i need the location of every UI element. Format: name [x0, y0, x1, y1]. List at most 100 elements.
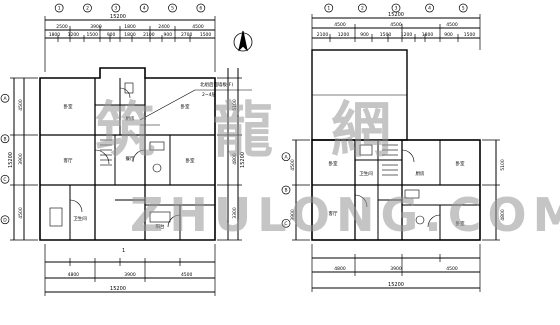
axis-bubble: 4 — [425, 3, 434, 13]
right-top-fine-dim: 1200 — [401, 32, 413, 38]
left-room-label: 餐厅 — [126, 155, 135, 162]
svg-text:1: 1 — [58, 6, 61, 12]
axis-bubble: 2 — [83, 3, 92, 13]
right-top-fine-dim: 2100 — [317, 32, 329, 38]
svg-text:D: D — [3, 217, 7, 223]
right-room-label: 卧室 — [456, 220, 465, 227]
left-bottom-segment-dim: 4800 — [68, 272, 80, 278]
right-bottom-segment-dim: 3900 — [390, 266, 402, 272]
svg-text:5: 5 — [171, 6, 174, 12]
svg-text:2: 2 — [361, 6, 364, 12]
left-bottom-segment-dim: 3900 — [124, 272, 136, 278]
left-right-side-dim: 4800 — [232, 153, 238, 165]
right-room-label: 客厅 — [329, 210, 338, 217]
right-top-segment-dim: 4500 — [334, 22, 346, 28]
left-room-label: 阳台 — [156, 223, 165, 230]
right-room-label: 厨房 — [416, 170, 425, 177]
left-top-fine-dim: 1500 — [200, 32, 212, 38]
svg-text:C: C — [3, 177, 6, 183]
left-room-label: 卫生间 — [73, 215, 87, 222]
left-top-overall-dim: 15200 — [110, 14, 126, 20]
axis-bubble: 1 — [324, 3, 334, 13]
right-right-side-dim: 4800 — [500, 209, 506, 221]
svg-text:4: 4 — [143, 6, 146, 12]
right-top-overall-dim: 15200 — [388, 12, 404, 18]
axis-bubble: 6 — [196, 3, 206, 13]
axis-bubble: 2 — [358, 3, 367, 13]
svg-text:3: 3 — [114, 6, 117, 12]
axis-bubble: A — [0, 93, 10, 103]
left-top-fine-dim: 1200 — [68, 32, 80, 38]
left-top-fine-dim: 1800 — [124, 32, 136, 38]
left-top-segment-dim: 1800 — [124, 24, 136, 30]
svg-text:3: 3 — [395, 6, 398, 12]
callout-text: 北组后面墙板(F) — [200, 81, 233, 88]
left-side-dim: 4500 — [18, 207, 24, 219]
svg-text:6: 6 — [199, 6, 202, 12]
left-bottom-overall-dim: 15200 — [110, 286, 126, 292]
right-top-segment-dim: 4500 — [446, 22, 458, 28]
right-top-fine-dim: 1500 — [464, 32, 476, 38]
right-bottom-overall-dim: 15200 — [388, 282, 404, 288]
left-floor-plan — [10, 16, 252, 296]
north-arrow-icon — [233, 30, 253, 52]
right-right-side-dim: 5100 — [500, 159, 506, 171]
right-top-fine-dim: 900 — [360, 32, 369, 38]
axis-bubble: 5 — [458, 3, 468, 13]
left-room-label: 卧室 — [181, 103, 190, 110]
right-top-segment-dim: 4500 — [390, 22, 402, 28]
svg-text:4: 4 — [428, 6, 431, 12]
right-top-fine-dim: 900 — [444, 32, 453, 38]
left-top-fine-dim: 1800 — [49, 32, 61, 38]
left-top-segment-dim: 2500 — [56, 24, 68, 30]
svg-text:A: A — [3, 96, 7, 102]
right-room-label: 卫生间 — [359, 170, 373, 177]
left-right-overall-dim: 15200 — [240, 152, 246, 168]
axis-bubble: 5 — [168, 3, 177, 13]
axis-bubble: 3 — [111, 3, 121, 13]
right-room-label: 卧室 — [329, 160, 338, 167]
left-left-overall-dim: 15200 — [8, 152, 14, 168]
axis-bubble: B — [0, 134, 10, 144]
left-room-label: 卧室 — [64, 103, 73, 110]
left-top-segment-dim: 2400 — [158, 24, 170, 30]
svg-text:B: B — [284, 188, 287, 194]
left-top-segment-dim: 3900 — [90, 24, 102, 30]
right-top-fine-dim: 1800 — [422, 32, 434, 38]
left-side-dim: 4500 — [18, 99, 24, 111]
right-left-side-dim: 3900 — [290, 209, 296, 221]
left-side-dim: 3900 — [18, 153, 24, 165]
right-left-side-dim: 4500 — [290, 159, 296, 171]
left-top-fine-dim: 2100 — [143, 32, 155, 38]
right-top-fine-dim: 1200 — [338, 32, 350, 38]
axis-bubble: D — [0, 215, 10, 225]
left-top-fine-dim: 1500 — [86, 32, 98, 38]
left-right-side-dim: 3300 — [232, 207, 238, 219]
axis-bubble: C — [281, 218, 291, 228]
left-room-label: 客厅 — [64, 157, 73, 164]
left-right-side-dim: 5100 — [232, 99, 238, 111]
axis-bubble: 4 — [139, 3, 149, 13]
svg-text:B: B — [3, 136, 6, 142]
svg-text:1: 1 — [327, 6, 330, 12]
left-room-label: 卧室 — [186, 157, 195, 164]
svg-text:C: C — [284, 221, 287, 227]
right-room-label: 卧室 — [456, 160, 465, 167]
svg-text:A: A — [284, 154, 288, 160]
svg-text:5: 5 — [462, 6, 465, 12]
level-mark: 1 — [122, 248, 125, 254]
axis-bubble: 3 — [391, 3, 401, 13]
left-top-fine-dim: 900 — [107, 32, 116, 38]
callout-sub-text: 2~4层 — [202, 92, 216, 98]
right-bottom-segment-dim: 4500 — [446, 266, 458, 272]
axis-bubble: C — [0, 174, 10, 184]
left-top-segment-dim: 4500 — [192, 24, 204, 30]
axis-bubble: 1 — [54, 3, 64, 13]
right-top-fine-dim: 1500 — [380, 32, 392, 38]
right-floor-plan — [292, 14, 500, 292]
right-bottom-segment-dim: 4800 — [334, 266, 346, 272]
svg-text:2: 2 — [86, 6, 89, 12]
axis-bubble: B — [281, 185, 291, 195]
